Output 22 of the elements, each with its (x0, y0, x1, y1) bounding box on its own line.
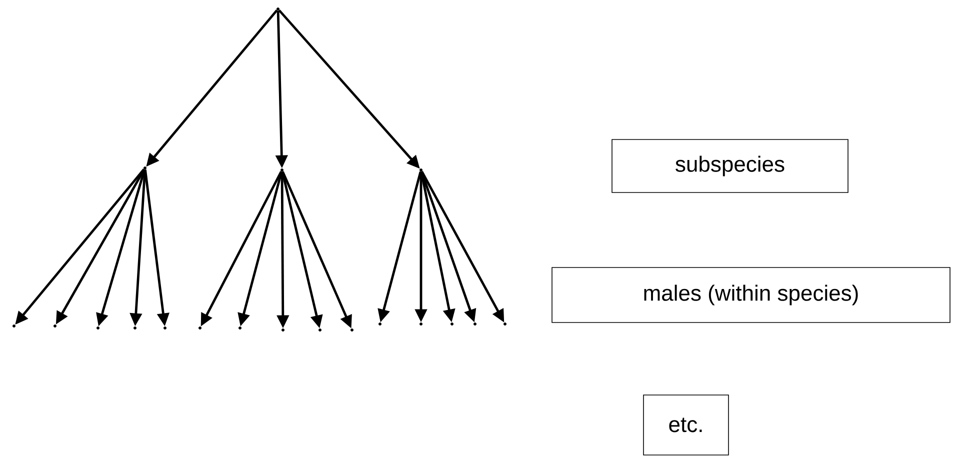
branch-point (474, 322, 476, 326)
branch-point (164, 326, 166, 330)
branch-point (420, 322, 422, 326)
branch-point (144, 166, 146, 170)
label-box: subspecies (612, 139, 848, 193)
branch-point (54, 324, 56, 328)
branch-point (276, 8, 280, 10)
branch-point (318, 328, 322, 332)
branch-point (280, 168, 284, 172)
branch-point (420, 168, 422, 172)
label-box: males (within species) (552, 267, 950, 323)
branch-point (378, 322, 382, 326)
branch-point (134, 326, 136, 330)
branch-point (350, 328, 354, 332)
branch-point (198, 326, 202, 330)
branch-point (450, 322, 454, 326)
label-box: etc. (643, 394, 729, 456)
branch-point (238, 326, 242, 330)
branch-point (504, 322, 506, 326)
branch-point (96, 326, 100, 330)
branch-point (282, 328, 284, 332)
branch-point (12, 324, 16, 328)
